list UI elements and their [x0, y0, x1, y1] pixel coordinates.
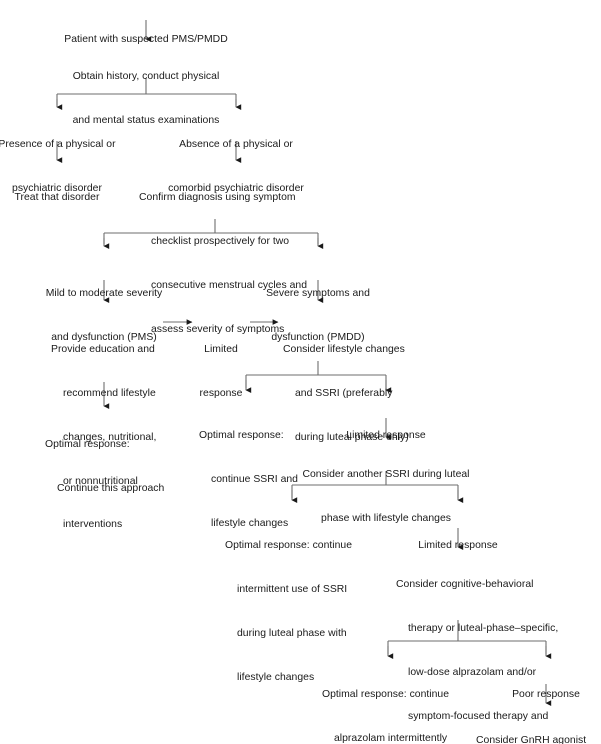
node-limited-response-1: Limited response [186, 314, 256, 431]
node-line: Provide education and [51, 344, 155, 356]
node-line: and mental status examinations [72, 114, 220, 126]
node-line: Limited response [418, 540, 498, 552]
node-severe: Severe symptoms and dysfunction (PMDD) [238, 258, 398, 375]
node-line: interventions [63, 519, 123, 531]
node-line: Consider cognitive-behavioral [396, 579, 534, 591]
node-line: Optimal response: [199, 430, 284, 442]
node-line: checklist prospectively for two [151, 235, 290, 247]
node-line: continue SSRI and [211, 473, 298, 485]
node-line: or nonnutritional [63, 475, 138, 487]
node-ssri-2: Consider another SSRI during luteal phas… [281, 439, 491, 556]
node-line: Absence of a physical or [179, 139, 293, 151]
node-line: Consider GnRH agonist [476, 735, 587, 744]
node-presence: Presence of a physical or psychiatric di… [0, 109, 171, 226]
node-line: alprazolam intermittently [334, 732, 448, 744]
node-mild: Mild to moderate severity and dysfunctio… [14, 258, 194, 375]
node-treat: Treat that disorder [0, 162, 117, 235]
node-line: symptom-focused therapy and [408, 710, 549, 722]
node-line: Confirm diagnosis using symptom [139, 192, 296, 204]
node-optimal-response-1: Optimal response: Continue this approach [45, 409, 215, 526]
node-line: assess severity of symptoms [151, 323, 285, 335]
node-confirm: Confirm diagnosis using symptom checklis… [139, 162, 347, 366]
node-limited-response-3: Limited response [398, 510, 518, 583]
node-line: response [199, 387, 243, 399]
node-line: changes, nutritional, [63, 431, 157, 443]
node-line: Consider lifestyle changes [283, 344, 405, 356]
node-line: low-dose alprazolam and/or [408, 666, 537, 678]
node-line: Severe symptoms and [266, 288, 370, 300]
node-line: Optimal response: continue [322, 689, 450, 701]
node-line: Patient with suspected PMS/PMDD [64, 34, 228, 46]
node-line: Limited response [346, 430, 426, 442]
node-cbt: Consider cognitive-behavioral therapy or… [396, 549, 586, 744]
node-line: and dysfunction (PMS) [51, 331, 157, 343]
node-line: Poor response [512, 689, 580, 701]
node-line: Treat that disorder [14, 192, 100, 204]
node-line: therapy or luteal-phase–specific, [408, 622, 559, 634]
node-absence: Absence of a physical or comorbid psychi… [133, 109, 339, 226]
node-optimal-response-4: Optimal response: continue alprazolam in… [322, 659, 512, 744]
node-line: intermittent use of SSRI [237, 583, 348, 595]
node-line: dysfunction (PMDD) [271, 331, 365, 343]
node-line: lifestyle changes [211, 517, 289, 529]
node-line: Limited [204, 344, 238, 356]
node-poor-response: Poor response [491, 659, 601, 732]
node-optimal-response-3: Optimal response: continue intermittent … [225, 510, 405, 714]
node-line: Continue this approach [57, 482, 165, 494]
node-line: Consider another SSRI during luteal [302, 469, 470, 481]
node-line: Mild to moderate severity [45, 288, 163, 300]
node-ssri-1: Consider lifestyle changes and SSRI (pre… [283, 314, 443, 475]
node-history: Obtain history, conduct physical and men… [26, 41, 266, 158]
node-optimal-response-2: Optimal response: continue SSRI and life… [199, 400, 339, 561]
node-line: Presence of a physical or [0, 139, 116, 151]
node-line: consecutive menstrual cycles and [151, 279, 307, 291]
node-line: psychiatric disorder [12, 182, 102, 194]
node-education: Provide education and recommend lifestyl… [51, 314, 181, 562]
node-line: phase with lifestyle changes [321, 512, 451, 524]
node-limited-response-2: Limited response [326, 400, 446, 473]
node-line: lifestyle changes [237, 671, 315, 683]
node-line: Obtain history, conduct physical [72, 71, 220, 83]
node-gnrh: Consider GnRH agonist or danazol for two… [476, 705, 601, 744]
node-line: Optimal response: [45, 439, 130, 451]
node-line: and SSRI (preferably [295, 387, 393, 399]
node-line: recommend lifestyle [63, 387, 156, 399]
node-line: during luteal phase with [237, 627, 347, 639]
node-line: comorbid psychiatric disorder [168, 182, 304, 194]
node-start: Patient with suspected PMS/PMDD [0, 4, 292, 77]
node-line: Optimal response: continue [225, 540, 353, 552]
node-line: during luteal phase only) [295, 431, 409, 443]
